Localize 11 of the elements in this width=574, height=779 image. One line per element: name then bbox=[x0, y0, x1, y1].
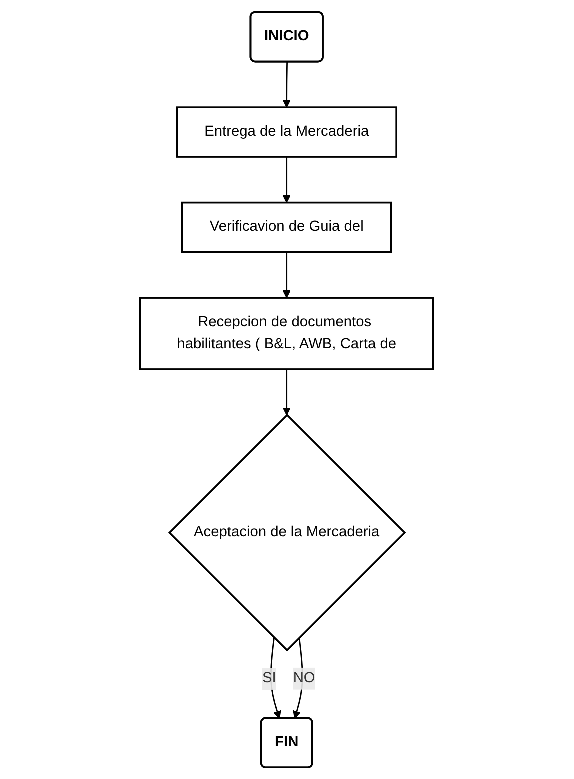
edge-label: SI bbox=[262, 670, 276, 686]
node-box: Recepcion de documentos habilitantes ( B&L, AWB, Carta de bbox=[140, 296, 434, 370]
node-box: Verificavion de Guia del bbox=[182, 201, 392, 253]
arrow bbox=[282, 62, 292, 108]
arrow bbox=[282, 252, 292, 298]
node-box: Entrega de la Mercaderia bbox=[176, 106, 398, 158]
arrow bbox=[270, 637, 282, 719]
arrow bbox=[282, 156, 292, 203]
edge-label: NO bbox=[293, 670, 316, 686]
node-diamond: Aceptacion de la Mercaderia bbox=[168, 414, 406, 652]
arrow bbox=[282, 369, 292, 416]
